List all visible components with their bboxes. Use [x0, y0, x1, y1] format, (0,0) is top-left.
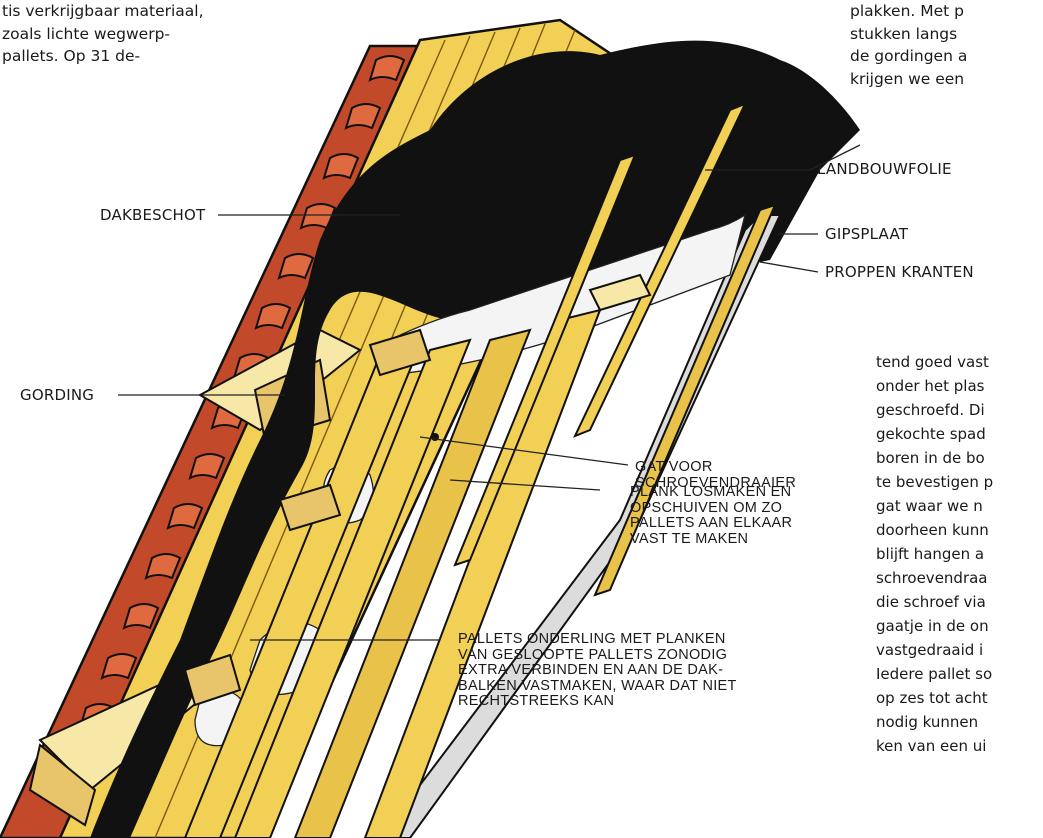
text-line: plakken. Met p: [850, 0, 967, 23]
text-line: boren in de bo: [876, 446, 993, 470]
label-gording: GORDING: [20, 387, 94, 404]
caption-line: GAT VOOR: [635, 460, 796, 476]
top-right-text: plakken. Met p stukken langs de gordinge…: [850, 0, 967, 90]
top-left-text: tis verkrijgbaar materiaal, zoals lichte…: [2, 0, 204, 68]
text-line: onder het plas: [876, 374, 993, 398]
caption-line: PLANK LOSMAKEN EN: [630, 485, 792, 501]
caption-pallets-onderling: PALLETS ONDERLING MET PLANKEN VAN GESLOO…: [458, 632, 737, 710]
caption-line: PALLETS AAN ELKAAR: [630, 516, 792, 532]
text-line: te bevestigen p: [876, 470, 993, 494]
label-landbouwfolie: LANDBOUWFOLIE: [817, 161, 952, 178]
label-dakbeschot: DAKBESCHOT: [100, 207, 205, 224]
text-line: op zes tot acht: [876, 686, 993, 710]
text-line: die schroef via: [876, 590, 993, 614]
text-line: tend goed vast: [876, 350, 993, 374]
text-line: gaatje in de on: [876, 614, 993, 638]
text-line: schroevendraa: [876, 566, 993, 590]
text-line: stukken langs: [850, 23, 967, 46]
caption-line: OPSCHUIVEN OM ZO: [630, 501, 792, 517]
text-line: krijgen we een: [850, 68, 967, 91]
text-line: vastgedraaid i: [876, 638, 993, 662]
caption-line: VAST TE MAKEN: [630, 532, 792, 548]
label-gipsplaat: GIPSPLAAT: [825, 226, 908, 243]
bottom-right-text: tend goed vast onder het plas geschroefd…: [876, 350, 993, 758]
text-line: ken van een ui: [876, 734, 993, 758]
label-proppen-kranten: PROPPEN KRANTEN: [825, 264, 974, 281]
text-line: blijft hangen a: [876, 542, 993, 566]
text-line: doorheen kunn: [876, 518, 993, 542]
text-line: zoals lichte wegwerp-: [2, 23, 204, 46]
caption-line: PALLETS ONDERLING MET PLANKEN: [458, 632, 737, 648]
text-line: pallets. Op 31 de-: [2, 45, 204, 68]
caption-plank-losmaken: PLANK LOSMAKEN EN OPSCHUIVEN OM ZO PALLE…: [630, 485, 792, 547]
caption-line: VAN GESLOOPTE PALLETS ZONODIG: [458, 648, 737, 664]
text-line: nodig kunnen: [876, 710, 993, 734]
caption-line: BALKEN VASTMAKEN, WAAR DAT NIET: [458, 679, 737, 695]
text-line: gekochte spad: [876, 422, 993, 446]
caption-line: RECHTSTREEKS KAN: [458, 694, 737, 710]
caption-line: EXTRA VERBINDEN EN AAN DE DAK-: [458, 663, 737, 679]
text-line: gat waar we n: [876, 494, 993, 518]
text-line: tis verkrijgbaar materiaal,: [2, 0, 204, 23]
text-line: geschroefd. Di: [876, 398, 993, 422]
text-line: Iedere pallet so: [876, 662, 993, 686]
text-line: de gordingen a: [850, 45, 967, 68]
